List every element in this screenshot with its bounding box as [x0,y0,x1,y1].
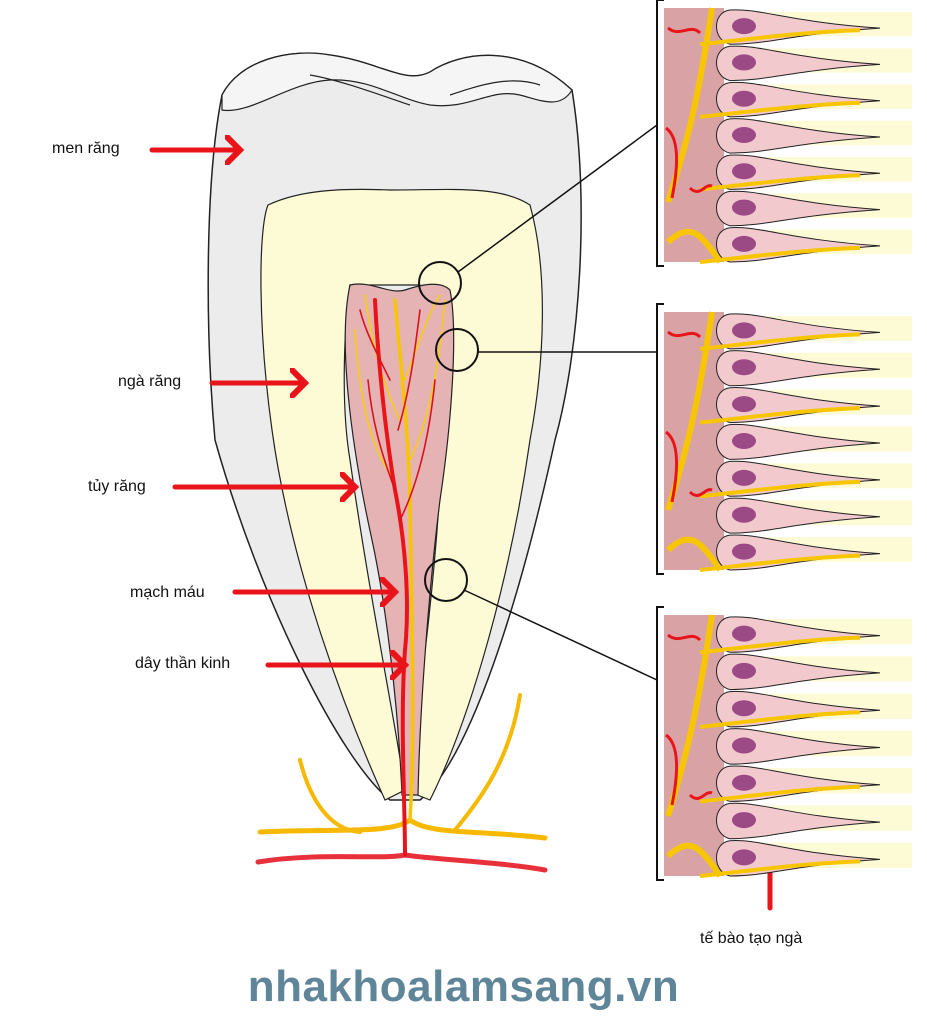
zoom-circle-2 [435,328,479,372]
label-enamel: men răng [52,140,120,157]
nucleus [732,774,756,791]
nucleus [732,90,756,107]
nucleus [732,812,756,829]
nucleus [732,469,756,486]
capillary [664,330,713,503]
nucleus [732,54,756,71]
capillary [664,633,713,806]
odontoblast-cell [716,497,881,534]
odontoblast-cell [716,45,881,82]
odontoblast-cell [716,728,881,765]
nucleus [732,322,756,339]
label-nerve: dây thần kinh [135,655,231,672]
enamel-top-surface [221,52,573,112]
odontoblast-cell [716,190,881,227]
nucleus [732,163,756,180]
odontoblast-panel-3 [656,606,912,881]
nucleus [732,433,756,449]
label-blood-vessel: mạch máu [130,584,205,601]
nucleus [732,127,756,143]
nucleus [732,543,756,560]
odontoblast-cell [716,653,881,691]
nucleus [732,235,756,252]
odontoblast-cell [716,118,881,154]
zoom-circle-3 [424,558,468,602]
nucleus [732,737,756,754]
nucleus [732,662,756,679]
nucleus [732,849,756,866]
label-pulp: tủy răng [88,478,146,495]
nucleus [732,359,756,376]
odontoblast-panel-1 [656,0,912,267]
odontoblast-cell [716,802,881,840]
nucleus [732,506,756,523]
nucleus [732,396,756,413]
odontoblast-cell [716,423,881,460]
nucleus [732,700,756,717]
odontoblast-panel-2 [656,303,912,575]
nucleus [732,18,756,35]
nucleus [732,199,756,216]
label-dentin: ngà răng [118,373,182,390]
capillary [664,26,713,199]
watermark: nhakhoalamsang.vn [247,962,680,1011]
nucleus [732,625,756,642]
odontoblast-cell [716,350,881,387]
label-odontoblast: tế bào tạo ngà [700,930,803,947]
zoom-circle-1 [418,261,462,305]
